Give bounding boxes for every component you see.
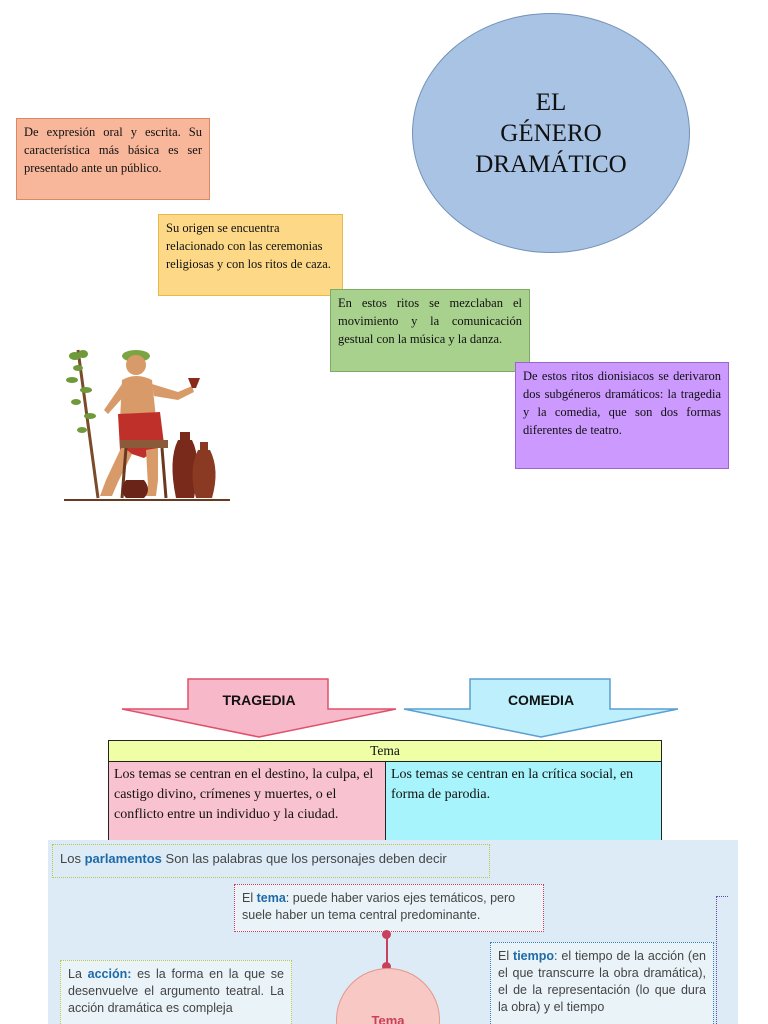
- tema-box: El tema: puede haber varios ejes temátic…: [234, 884, 544, 932]
- accion-box: La acción: es la forma en la que se dese…: [60, 960, 292, 1024]
- tragedia-label: TRAGEDIA: [222, 692, 296, 708]
- page-title: EL GÉNERO DRAMÁTICO: [475, 87, 626, 180]
- tema-table: Tema Los temas se centran en el destino,…: [108, 740, 662, 847]
- tragedia-arrow: [121, 678, 397, 738]
- note-definicion: De expresión oral y escrita. Su caracter…: [16, 118, 210, 200]
- tema-center-circle: Tema: [336, 968, 440, 1024]
- note-ritos: En estos ritos se mezclaban el movimient…: [330, 289, 530, 372]
- dionysus-illustration: [64, 349, 230, 501]
- connector-line: [386, 932, 388, 968]
- comedia-tema-cell: Los temas se centran en la crítica socia…: [385, 761, 662, 847]
- tiempo-box: El tiempo: el tiempo de la acción (en el…: [490, 942, 714, 1024]
- title-circle: EL GÉNERO DRAMÁTICO: [412, 13, 690, 253]
- title-line-1: EL: [535, 88, 567, 116]
- tema-header: Tema: [108, 740, 662, 762]
- connector-dot: [382, 930, 391, 939]
- tragedia-tema-cell: Los temas se centran en el destino, la c…: [108, 761, 386, 847]
- comedia-label: COMEDIA: [507, 692, 575, 708]
- tema-center-label: Tema: [371, 1013, 405, 1024]
- connector-dot-lower: [382, 962, 391, 971]
- note-subgeneros: De estos ritos dionisiacos se derivaron …: [515, 362, 729, 469]
- title-line-2: GÉNERO: [500, 119, 602, 147]
- comedia-arrow: [403, 678, 679, 738]
- right-edge-marker: [716, 896, 728, 1024]
- note-origen: Su origen se encuentra relacionado con l…: [158, 214, 343, 296]
- parlamentos-box: Los parlamentos Son las palabras que los…: [52, 844, 490, 878]
- elementos-panel: Los parlamentos Son las palabras que los…: [48, 840, 738, 1024]
- title-line-3: DRAMÁTICO: [475, 150, 627, 178]
